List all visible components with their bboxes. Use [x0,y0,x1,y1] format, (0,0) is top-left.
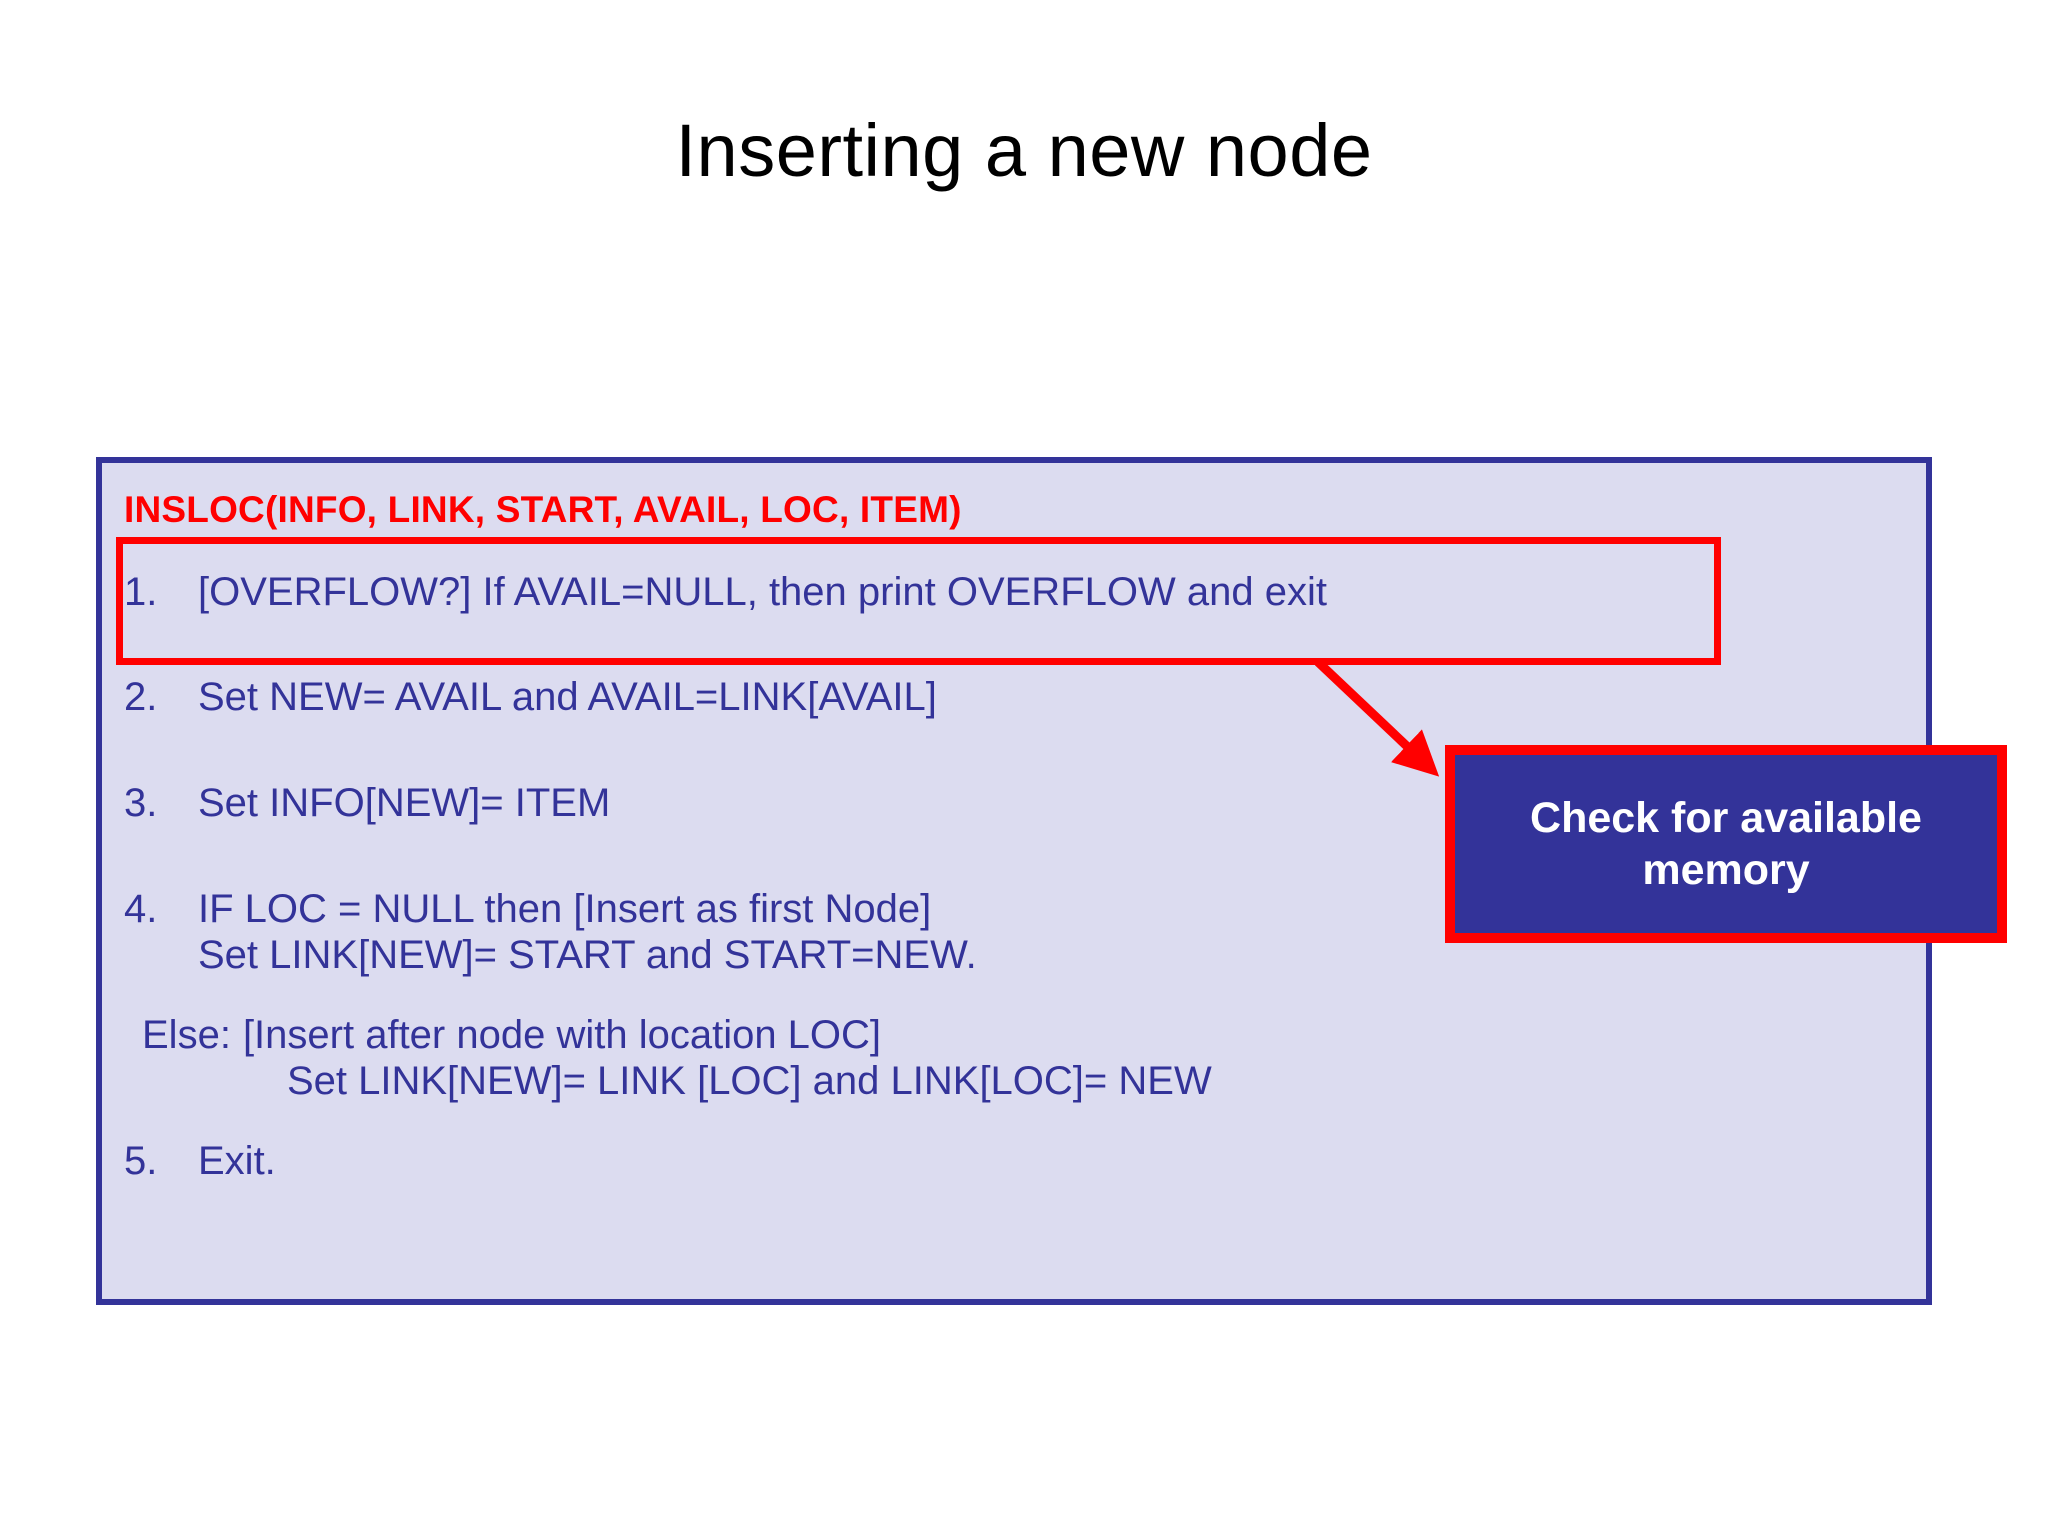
step-3-body: Set INFO[NEW]= ITEM [198,781,610,827]
step-else-text: [Insert after node with location LOC] [242,1013,882,1057]
page-title: Inserting a new node [675,109,1373,192]
algorithm-step-4: 4. IF LOC = NULL then [Insert as first N… [124,887,977,978]
step-else-label: Else: [142,1013,231,1057]
algorithm-step-3: 3. Set INFO[NEW]= ITEM [124,781,610,827]
algorithm-step-5: 5. Exit. [124,1139,276,1185]
step-4-text-line2: Set LINK[NEW]= START and START=NEW. [198,932,977,977]
step-2-body: Set NEW= AVAIL and AVAIL=LINK[AVAIL] [198,675,937,721]
callout-box: Check for available memory [1445,745,2007,943]
step-else-text-line2: Set LINK[NEW]= LINK [LOC] and LINK[LOC]=… [286,1058,1212,1103]
step-1-body: [OVERFLOW?] If AVAIL=NULL, then print OV… [198,570,1327,616]
step-2-text: Set NEW= AVAIL and AVAIL=LINK[AVAIL] [198,675,937,719]
callout-text: Check for available memory [1530,793,1922,894]
step-5-body: Exit. [198,1139,276,1185]
step-4-body: IF LOC = NULL then [Insert as first Node… [198,887,977,978]
step-5-number: 5. [124,1139,158,1183]
step-5-text: Exit. [198,1139,276,1183]
algorithm-panel-inner: INSLOC(INFO, LINK, START, AVAIL, LOC, IT… [102,463,1926,1299]
step-1-text: [OVERFLOW?] If AVAIL=NULL, then print OV… [198,570,1327,614]
step-2-number: 2. [124,675,158,719]
algorithm-step-else: Else: [Insert after node with location L… [142,1013,1212,1104]
step-1-highlight-rect [116,537,1721,665]
algorithm-step-1: 1. [OVERFLOW?] If AVAIL=NULL, then print… [124,570,1327,616]
algorithm-step-2: 2. Set NEW= AVAIL and AVAIL=LINK[AVAIL] [124,675,937,721]
step-4-text: IF LOC = NULL then [Insert as first Node… [198,887,932,931]
step-3-text: Set INFO[NEW]= ITEM [198,781,611,825]
step-1-number: 1. [124,570,158,614]
algorithm-signature-heading: INSLOC(INFO, LINK, START, AVAIL, LOC, IT… [124,489,962,530]
step-else-body: [Insert after node with location LOC] Se… [243,1013,1212,1104]
step-3-number: 3. [124,781,158,825]
step-4-number: 4. [124,887,158,931]
